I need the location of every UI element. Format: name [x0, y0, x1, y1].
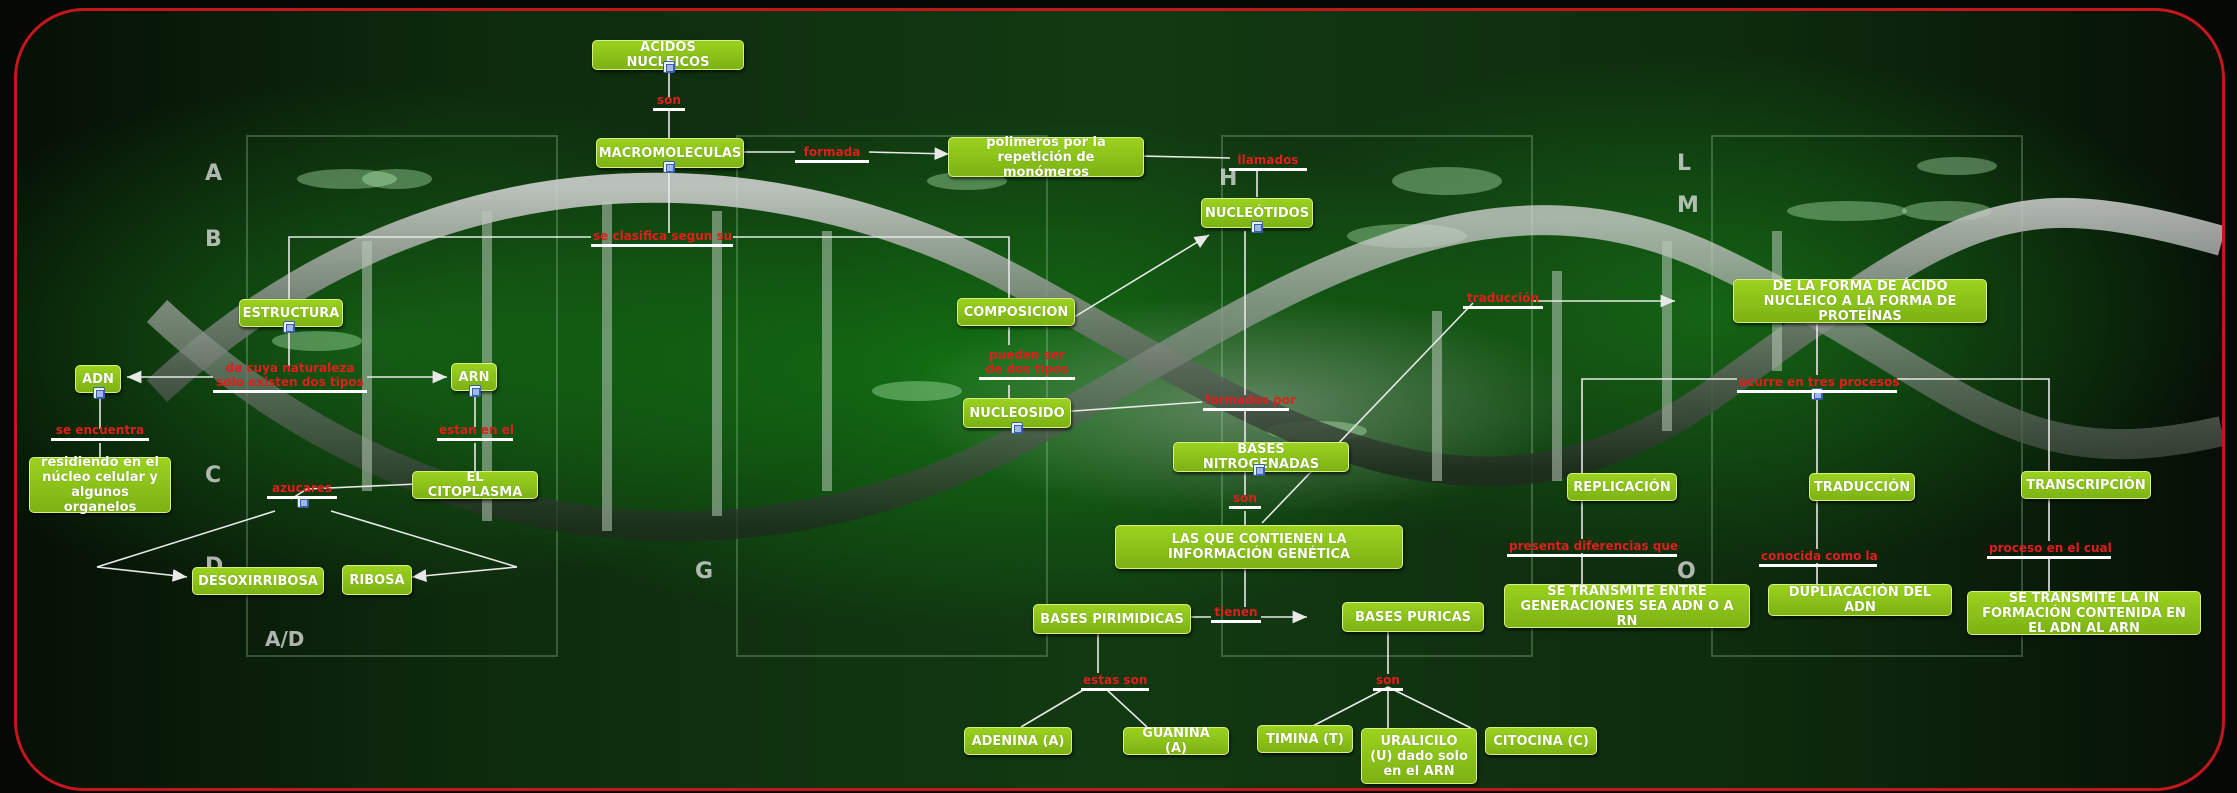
node-replicacion[interactable]: REPLICACIÓN [1567, 473, 1677, 501]
expand-icon[interactable] [663, 61, 675, 73]
link-son-3: son [1373, 673, 1403, 691]
expand-icon[interactable] [93, 387, 105, 399]
link-presenta-diferencias: presenta diferencias que [1507, 539, 1678, 557]
link-son-1: son [653, 93, 685, 111]
expand-icon[interactable] [1011, 422, 1023, 434]
node-ribosa[interactable]: RIBOSA [342, 565, 412, 595]
connector-lines [96, 71, 2050, 729]
node-nucleosido[interactable]: NUCLEOSIDO [963, 398, 1071, 428]
link-formada: formada [795, 145, 869, 163]
node-residiendo[interactable]: residiendo en el núcleo celular y alguno… [29, 455, 171, 515]
link-estas-son: estas son [1081, 673, 1149, 691]
link-se-encuentra: se encuentra [51, 423, 149, 441]
expand-icon[interactable] [663, 161, 675, 173]
link-son-2: son [1229, 491, 1261, 509]
node-bases-nitrogenadas[interactable]: BASES NITROGENADAS [1173, 442, 1349, 472]
bg-letter-a: A [205, 161, 223, 186]
link-de-cuya-naturaleza: de cuya naturaleza solo existen dos tipo… [213, 361, 367, 393]
node-citoplasma[interactable]: EL CITOPLASMA [412, 470, 538, 500]
node-composicion[interactable]: COMPOSICION [957, 298, 1075, 326]
bg-letter-ad: A/D [265, 627, 305, 651]
bg-letter-l: L [1677, 151, 1692, 176]
link-tienen: tienen [1211, 605, 1261, 623]
bg-letter-g: G [695, 559, 714, 584]
node-bases-pirimidicas[interactable]: BASES PIRIMIDICAS [1033, 604, 1191, 634]
node-uracilo[interactable]: URALICILO (U) dado solo en el ARN [1361, 728, 1477, 784]
node-adenina[interactable]: ADENINA (A) [964, 727, 1072, 755]
link-pueden-ser: pueden ser de dos tipos [979, 348, 1075, 380]
expand-icon[interactable] [297, 496, 309, 508]
link-ocurre-en: ocurre en tres procesos [1737, 375, 1900, 393]
link-azucares: azucares [267, 481, 337, 499]
expand-icon[interactable] [469, 385, 481, 397]
link-conocida-como: conocida como la [1759, 549, 1878, 567]
node-transcripcion[interactable]: TRANSCRIPCIÓN [2021, 471, 2151, 499]
link-proceso-en-el-cual: proceso en el cual [1987, 541, 2112, 559]
node-dupliacacion[interactable]: DUPLIACACIÓN DEL ADN [1768, 584, 1952, 616]
node-citocina[interactable]: CITOCINA (C) [1485, 727, 1597, 755]
link-se-clasifica: se clasifica segun su [591, 229, 733, 247]
expand-icon[interactable] [1251, 221, 1263, 233]
node-traduccion[interactable]: TRADUCCIÓN [1809, 473, 1915, 501]
node-forma-proteinas[interactable]: DE LA FORMA DE ÁCIDO NUCLEICO A LA FORMA… [1733, 279, 1987, 324]
node-informacion-genetica[interactable]: LAS QUE CONTIENEN LA INFORMACIÓN GENÉTIC… [1115, 525, 1403, 569]
node-desoxirribosa[interactable]: DESOXIRRIBOSA [192, 567, 324, 595]
bg-letter-c: C [205, 463, 222, 488]
expand-icon[interactable] [283, 321, 295, 333]
node-guanina[interactable]: GUANINA (A) [1123, 726, 1229, 756]
bg-letter-o: O [1677, 559, 1696, 584]
link-llamados: llamados [1229, 153, 1307, 171]
node-transmite-generaciones[interactable]: SE TRANSMITE ENTRE GENERACIONES SEA ADN … [1504, 584, 1750, 629]
bg-letter-b: B [205, 227, 222, 252]
link-estan-en-el: estan en el [437, 423, 514, 441]
expand-icon[interactable] [1253, 464, 1265, 476]
bg-letter-m: M [1677, 193, 1699, 218]
concept-map-frame: A B C D A/D G H L M O [14, 8, 2225, 791]
node-polimeros[interactable]: polimeros por la repetición de monómeros [948, 135, 1144, 180]
bg-letter-h: H [1219, 166, 1238, 191]
node-bases-puricas[interactable]: BASES PURICAS [1342, 602, 1484, 632]
node-timina[interactable]: TIMINA (T) [1257, 725, 1353, 753]
link-formados-por: formados por [1203, 393, 1296, 411]
node-transmite-informacion[interactable]: SE TRANSMITE LA IN FORMACIÓN CONTENIDA E… [1967, 591, 2201, 636]
link-traduccion: traducción [1463, 291, 1543, 309]
